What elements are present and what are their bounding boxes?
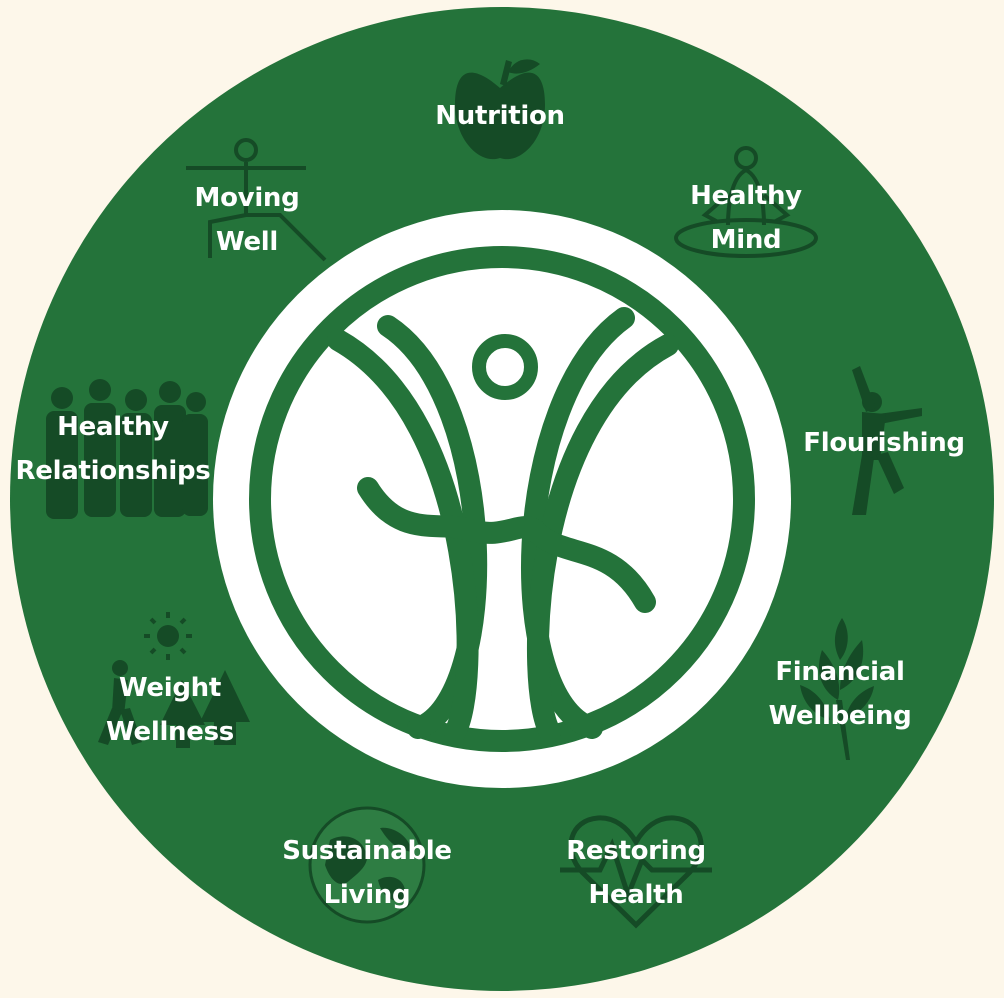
segment-label-weight-wellness: Weight Wellness: [106, 673, 234, 747]
people-group-icon: [46, 379, 208, 519]
sun-trees-runner-icon: [98, 612, 250, 748]
segment-label-moving-well: Moving Well: [194, 183, 300, 257]
heart-pulse-icon: [560, 815, 712, 929]
apple-icon: [455, 59, 545, 160]
stretching-person-icon: [186, 138, 327, 262]
jumping-person-icon: [852, 366, 922, 515]
segment-label-restoring-health: Restoring Health: [566, 836, 706, 910]
segment-label-nutrition: Nutrition: [435, 101, 565, 131]
segment-label-sustainable-living: Sustainable Living: [282, 836, 452, 910]
segment-label-flourishing: Flourishing: [803, 428, 965, 458]
human-figure-emblem-icon: [327, 307, 679, 743]
meditation-icon: [674, 146, 818, 258]
globe-icon: [308, 806, 426, 924]
segment-label-healthy-mind: Healthy Mind: [690, 181, 802, 255]
segment-label-healthy-relationships: Healthy Relationships: [15, 412, 211, 486]
segment-label-financial-wellbeing: Financial Wellbeing: [768, 657, 912, 731]
center-disk: [213, 210, 791, 788]
plant-icon: [800, 618, 874, 760]
center-ring: [249, 246, 755, 752]
